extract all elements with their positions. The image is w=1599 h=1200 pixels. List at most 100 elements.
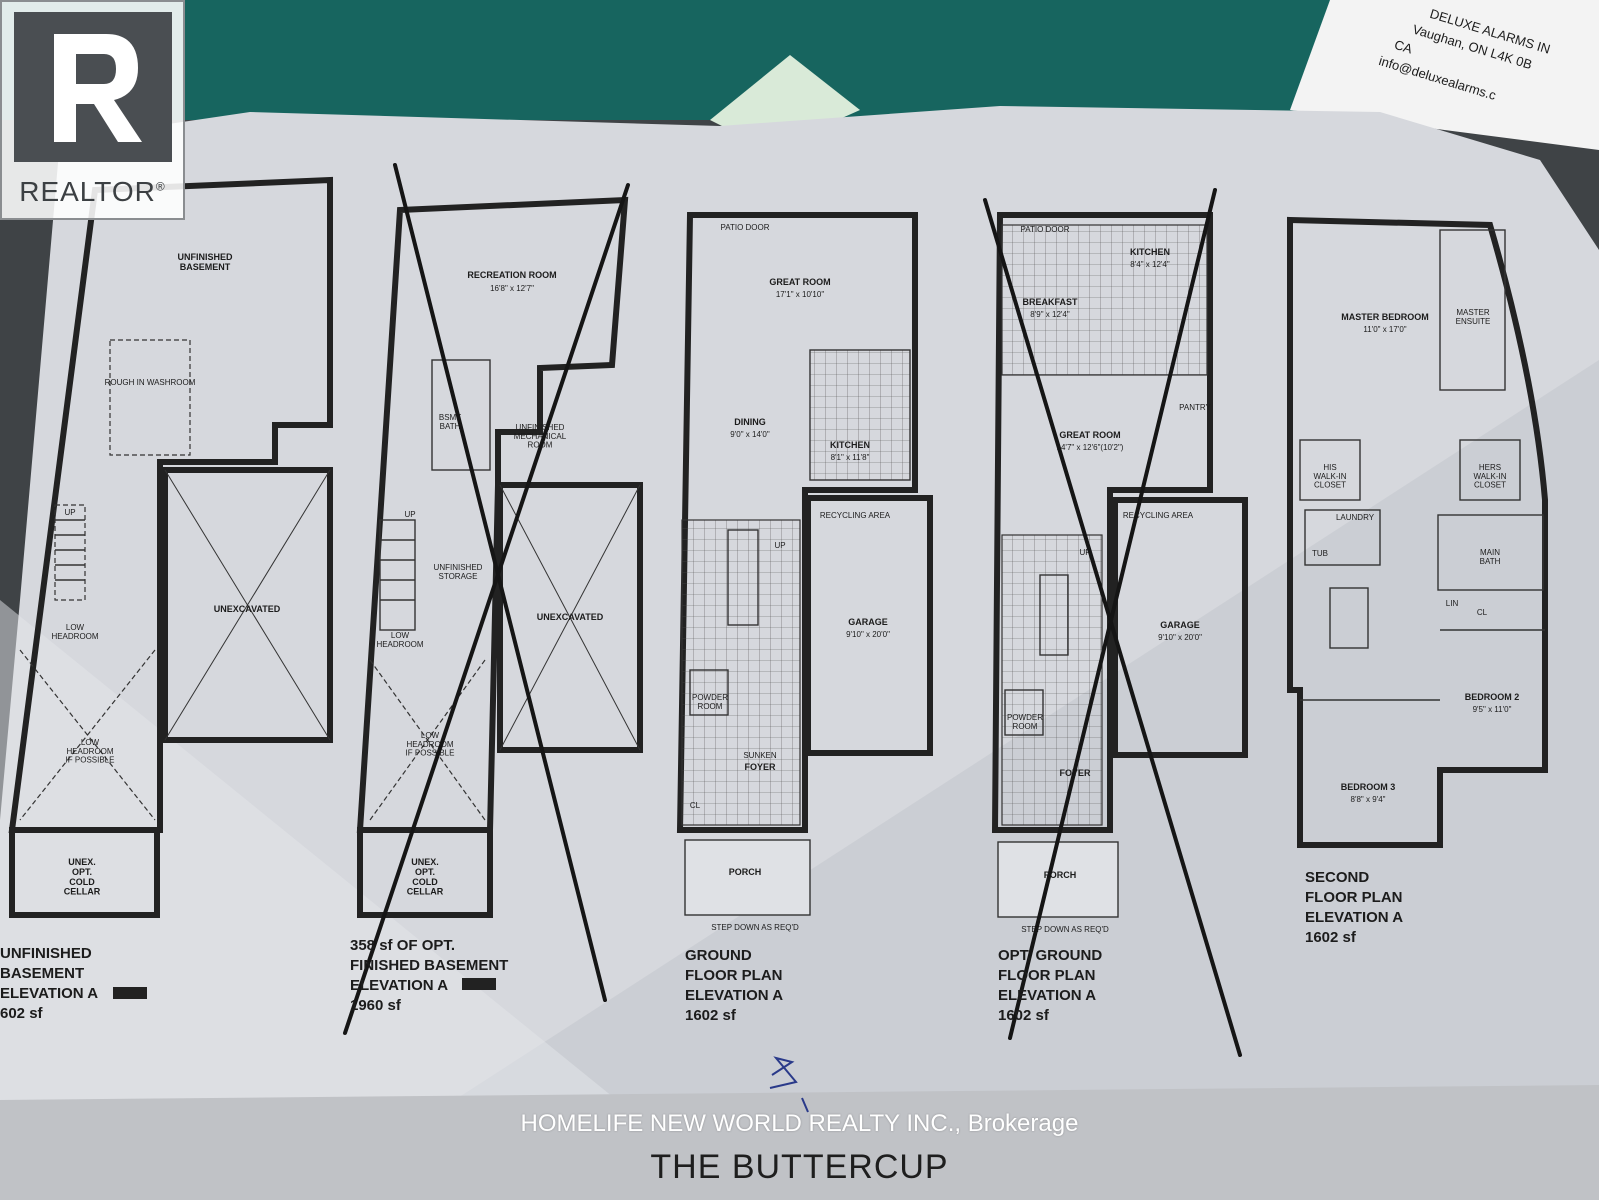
foyer-tile bbox=[681, 519, 801, 826]
room-label: DINING bbox=[734, 417, 766, 427]
cross-out-line bbox=[983, 198, 1242, 1057]
cross-out-line bbox=[343, 183, 630, 1035]
main-bath bbox=[1437, 514, 1544, 591]
realtor-watermark: REALTOR® bbox=[0, 0, 185, 220]
room-dim: 9'10" x 20'0" bbox=[846, 630, 890, 639]
plan-caption: FINISHED BASEMENT bbox=[350, 957, 508, 974]
stair-label: UP bbox=[404, 510, 415, 519]
shadow-band bbox=[300, 360, 1599, 1200]
plan-caption: FLOOR PLAN bbox=[998, 967, 1096, 984]
signature-scribble bbox=[769, 1056, 809, 1113]
foyer-tile bbox=[1001, 534, 1103, 826]
room-label: CL bbox=[1477, 608, 1488, 617]
room-label: UNEXCAVATED bbox=[214, 604, 281, 614]
garage-box bbox=[1112, 497, 1248, 758]
cold-cellar-box bbox=[357, 827, 493, 918]
room-label: LAUNDRY bbox=[1336, 513, 1375, 522]
room-label: KITCHEN bbox=[1130, 247, 1170, 257]
document-title: THE BUTTERCUP bbox=[650, 1148, 949, 1186]
room-label: LIN bbox=[1446, 599, 1459, 608]
unexcavated-box bbox=[162, 467, 333, 743]
room-dim: 8'8" x 9'4" bbox=[1351, 795, 1386, 804]
plan-opt-ground-floor: PATIO DOOR KITCHEN 8'4" x 12'4" BREAKFAS… bbox=[983, 188, 1248, 1057]
room-label: UNEXCAVATED bbox=[537, 612, 604, 622]
room-label: STEP DOWN AS REQ'D bbox=[711, 923, 799, 932]
room-label: GARAGE bbox=[848, 617, 888, 627]
plan-caption: 1602 sf bbox=[1305, 929, 1357, 946]
kitchen-tile bbox=[809, 349, 911, 481]
plan-caption: ELEVATION A bbox=[350, 977, 448, 994]
room-label: TUB bbox=[1312, 549, 1328, 558]
room-dim: 14'7" x 12'6"(10'2") bbox=[1057, 443, 1124, 452]
plan-caption: FLOOR PLAN bbox=[685, 967, 783, 984]
plan-caption: ELEVATION A bbox=[1305, 909, 1403, 926]
bottom-band bbox=[0, 1085, 1599, 1200]
alarm-card-line: CA bbox=[1393, 37, 1415, 57]
redacted-mark bbox=[113, 987, 147, 999]
stair-outline bbox=[727, 529, 759, 626]
hers-closet bbox=[1459, 439, 1521, 501]
room-label: ROUGH IN WASHROOM bbox=[105, 378, 196, 387]
room-label: CL bbox=[690, 801, 701, 810]
plan-caption: FLOOR PLAN bbox=[1305, 889, 1403, 906]
porch-box bbox=[997, 841, 1119, 918]
room-label: PATIO DOOR bbox=[1020, 225, 1069, 234]
powder-room bbox=[689, 669, 729, 716]
plan-caption: 358 sf OF OPT. bbox=[350, 937, 455, 954]
cross-out-line bbox=[1008, 188, 1217, 1040]
room-label: STEP DOWN AS REQ'D bbox=[1021, 925, 1109, 934]
stair-outline bbox=[1039, 574, 1069, 656]
light-patch bbox=[0, 600, 740, 1200]
registered-mark: ® bbox=[155, 179, 166, 194]
room-label: BEDROOM 2 bbox=[1465, 692, 1520, 702]
stair-outline bbox=[1329, 587, 1369, 649]
plan-caption: 1602 sf bbox=[998, 1007, 1050, 1024]
room-label: PORCH bbox=[1044, 870, 1077, 880]
cross-out-line bbox=[393, 163, 607, 1002]
room-dim: 9'10" x 20'0" bbox=[1158, 633, 1202, 642]
plan-caption: UNFINISHED bbox=[0, 945, 92, 962]
room-label: SUNKEN bbox=[743, 751, 777, 760]
room-dim: 9'0" x 14'0" bbox=[730, 430, 770, 439]
rough-in-area bbox=[109, 339, 191, 456]
room-dim: 8'1" x 11'8" bbox=[831, 453, 870, 462]
realtor-wordmark: REALTOR® bbox=[2, 176, 183, 208]
plan-caption: OPT. GROUND bbox=[998, 947, 1102, 964]
stair-label: UP bbox=[64, 508, 75, 517]
room-label: KITCHEN bbox=[830, 440, 870, 450]
realtor-text: REALTOR bbox=[19, 176, 156, 207]
room-dim: 8'9" x 12'4" bbox=[1030, 310, 1070, 319]
room-dim: 16'8" x 12'7" bbox=[490, 284, 534, 293]
room-label: PANTRY bbox=[1179, 403, 1211, 412]
room-label: PORCH bbox=[729, 867, 762, 877]
cold-cellar-box bbox=[9, 827, 160, 918]
room-dim: 17'1" x 10'10" bbox=[776, 290, 824, 299]
realtor-r-logo bbox=[14, 12, 172, 162]
room-dim: 11'0" x 17'0" bbox=[1363, 325, 1406, 334]
his-closet bbox=[1299, 439, 1361, 501]
room-label: RECREATION ROOM bbox=[467, 270, 556, 280]
plan-caption: ELEVATION A bbox=[685, 987, 783, 1004]
room-label: RECYCLING AREA bbox=[1123, 511, 1194, 520]
room-dim: 8'4" x 12'4" bbox=[1130, 260, 1170, 269]
room-label: GREAT ROOM bbox=[769, 277, 830, 287]
room-label: GREAT ROOM bbox=[1059, 430, 1120, 440]
laundry-room bbox=[1304, 509, 1381, 566]
plan-caption: BASEMENT bbox=[0, 965, 84, 982]
